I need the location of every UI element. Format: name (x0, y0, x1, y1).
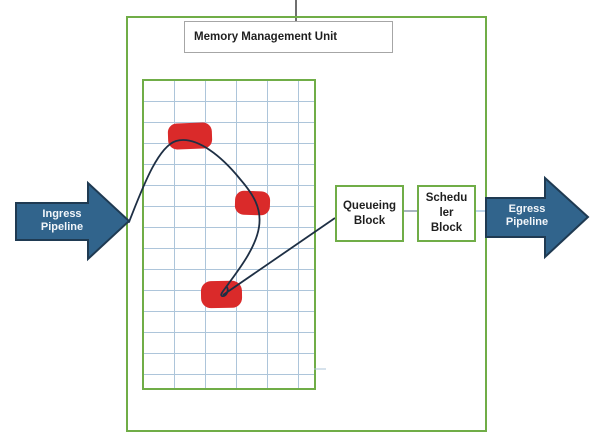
egress-label-line2: Pipeline (505, 216, 549, 228)
egress-label-line1: Egress (508, 203, 546, 215)
memory-grid-border (142, 79, 316, 390)
egress-arrow-label: Egress Pipeline (484, 203, 570, 229)
marked-cell-1 (167, 122, 213, 150)
queueing-block: Queueing Block (335, 185, 404, 242)
queueing-block-label-line2: Block (353, 214, 386, 227)
flow-line-to-queueing (222, 217, 336, 296)
scheduler-block-label-line3: Block (430, 222, 463, 234)
ingress-label-line1: Ingress (42, 208, 82, 220)
ingress-label-line2: Pipeline (40, 221, 84, 233)
ingress-arrow (15, 180, 131, 262)
scheduler-block-label-line1: Schedu (425, 192, 468, 204)
egress-arrow (485, 175, 590, 260)
scheduler-block: Schedu ler Block (417, 185, 476, 242)
queueing-block-label-line1: Queueing (342, 199, 397, 212)
scheduler-block-label-line2: ler (439, 207, 454, 219)
flow-curve (128, 139, 261, 297)
mmu-title-label: Memory Management Unit (194, 31, 338, 43)
memory-grid-cells (143, 80, 315, 389)
mmu-title-box: Memory Management Unit (184, 21, 393, 53)
ingress-arrow-label: Ingress Pipeline (18, 208, 106, 234)
marked-cell-2 (234, 190, 271, 216)
